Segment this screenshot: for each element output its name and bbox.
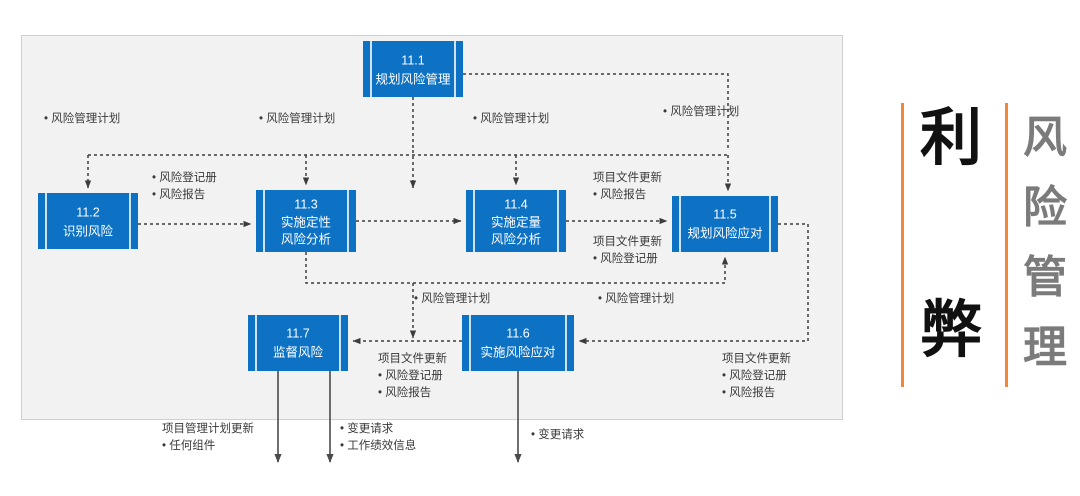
edge-n1-right-down: [463, 73, 729, 150]
annotation-a4: • 风险管理计划: [663, 104, 739, 118]
annotation-line: 项目文件更新: [378, 351, 447, 365]
node-label: 实施风险应对: [480, 344, 555, 359]
node-11-6[interactable]: 11.6 实施风险应对: [462, 315, 574, 371]
annotation-a14: • 变更请求: [531, 427, 585, 441]
annotation-line: • 风险报告: [593, 187, 646, 201]
annotation-a5: • 风险登记册 • 风险报告: [152, 170, 217, 201]
annotation-a11: 项目文件更新 • 风险登记册 • 风险报告: [722, 351, 791, 399]
annotation-line: • 风险管理计划: [598, 291, 674, 305]
sidebar-char-li2: 理: [1023, 323, 1067, 372]
node-11-7[interactable]: 11.7 监督风险: [248, 315, 348, 371]
node-11-1[interactable]: 11.1 规划风险管理: [363, 41, 463, 97]
annotation-line: • 风险管理计划: [473, 111, 549, 125]
annotation-line: 项目管理计划更新: [162, 421, 254, 435]
node-11-5[interactable]: 11.5 规划风险应对: [672, 196, 778, 252]
annotation-line: • 风险管理计划: [663, 104, 739, 118]
sidebar-char-guan: 管: [1023, 253, 1067, 302]
node-number: 11.3: [294, 197, 317, 211]
node-number: 11.6: [506, 326, 529, 340]
annotation-a10: 项目文件更新 • 风险登记册 • 风险报告: [378, 351, 447, 399]
node-number: 11.5: [713, 207, 736, 221]
annotation-line: • 风险管理计划: [44, 111, 120, 125]
annotation-line: • 风险登记册: [722, 368, 787, 382]
annotation-line: • 风险登记册: [378, 368, 443, 382]
node-11-2[interactable]: 11.2 识别风险: [38, 193, 138, 249]
node-number: 11.1: [401, 53, 424, 67]
node-label-line2: 风险分析: [281, 231, 331, 246]
annotation-line: • 风险登记册: [593, 251, 658, 265]
annotation-line: • 风险管理计划: [414, 291, 490, 305]
node-label-line2: 风险分析: [491, 231, 541, 246]
sidebar-char-feng: 风: [1023, 113, 1067, 162]
annotation-line: • 风险管理计划: [259, 111, 335, 125]
annotation-a6: 项目文件更新 • 风险报告: [593, 170, 662, 201]
accent-rule-right: [1005, 103, 1008, 387]
node-number: 11.2: [76, 205, 99, 219]
annotation-line: • 工作绩效信息: [340, 438, 416, 452]
annotation-line: • 风险登记册: [152, 170, 217, 184]
annotation-line: • 风险报告: [152, 187, 205, 201]
annotation-line: 项目文件更新: [722, 351, 791, 365]
sidebar-char-xian: 险: [1023, 183, 1067, 232]
annotation-line: • 风险报告: [378, 385, 431, 399]
edge-bus-up-to-n5: [590, 256, 729, 284]
sidebar-char-bi: 弊: [920, 296, 983, 365]
annotation-a13: • 变更请求 • 工作绩效信息: [340, 421, 416, 452]
node-11-4[interactable]: 11.4 实施定量 风险分析: [466, 190, 566, 252]
node-11-3[interactable]: 11.3 实施定性 风险分析: [256, 190, 356, 252]
annotation-a8: • 风险管理计划: [414, 291, 490, 305]
edge-n3-down-bus: [305, 252, 590, 284]
annotation-a9: • 风险管理计划: [598, 291, 674, 305]
annotation-a12: 项目管理计划更新 • 任何组件: [162, 421, 254, 452]
annotation-a7: 项目文件更新 • 风险登记册: [593, 234, 662, 265]
node-label: 实施定性: [281, 214, 331, 229]
node-number: 11.7: [286, 326, 309, 340]
annotation-line: 项目文件更新: [593, 234, 662, 248]
node-label: 规划风险管理: [375, 71, 451, 86]
node-label: 识别风险: [63, 223, 114, 238]
annotation-line: 项目文件更新: [593, 170, 662, 184]
node-number: 11.4: [504, 197, 527, 211]
edge-n5-to-n6: [578, 223, 809, 345]
annotation-a1: • 风险管理计划: [44, 111, 120, 125]
accent-rule-left: [901, 103, 904, 387]
annotation-a2: • 风险管理计划: [259, 111, 335, 125]
annotation-line: • 风险报告: [722, 385, 775, 399]
node-label: 监督风险: [273, 344, 324, 359]
annotation-a3: • 风险管理计划: [473, 111, 549, 125]
annotation-line: • 任何组件: [162, 438, 215, 452]
annotation-line: • 变更请求: [340, 421, 394, 435]
sidebar-char-li: 利: [920, 104, 983, 173]
node-label: 规划风险应对: [687, 225, 762, 240]
annotation-line: • 变更请求: [531, 427, 585, 441]
node-label: 实施定量: [491, 214, 541, 229]
